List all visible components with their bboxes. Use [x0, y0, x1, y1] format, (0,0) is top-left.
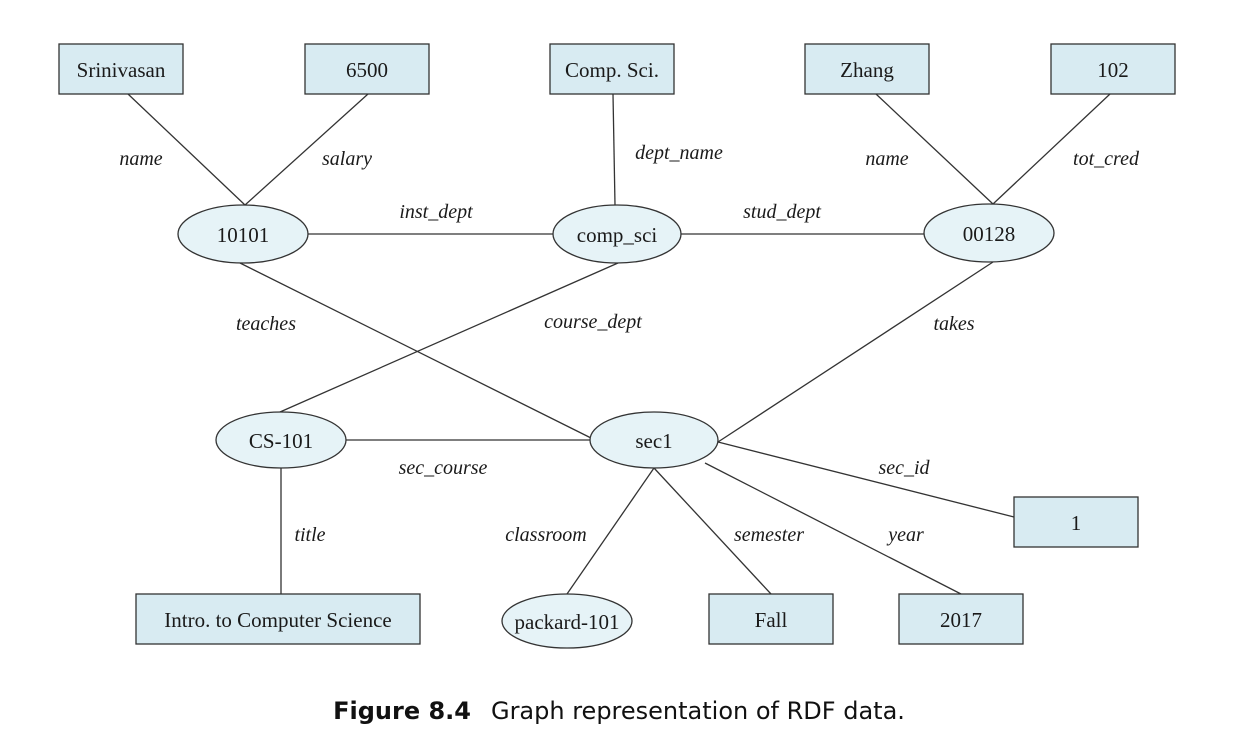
node-label: 1	[1071, 511, 1082, 535]
node-label: Zhang	[840, 58, 894, 82]
node-label: 00128	[963, 222, 1016, 246]
node-label: Fall	[755, 608, 788, 632]
edge-salary	[244, 93, 369, 206]
literal-box	[1013, 496, 1139, 548]
node-label: packard-101	[515, 610, 620, 634]
edge-tot-cred	[992, 93, 1111, 205]
edge-label-year: year	[886, 524, 924, 546]
edge-label-semester: semester	[734, 524, 804, 546]
node-label: Intro. to Computer Science	[164, 608, 391, 632]
literal-node-sec-id-1: 1	[1013, 496, 1139, 548]
node-label: Comp. Sci.	[565, 58, 659, 82]
literal-node-zhang: Zhang	[804, 43, 930, 95]
rdf-graph-diagram: name salary dept_name name tot_cred inst_dept…	[58, 43, 1176, 649]
edge-label-dept-name: dept_name	[635, 142, 723, 164]
literal-box	[898, 593, 1024, 645]
literal-box	[58, 43, 184, 95]
edge-name	[127, 93, 246, 206]
edge-label-course-dept: course_dept	[544, 311, 642, 333]
edge-takes	[717, 261, 994, 443]
literal-node-intro-cs: Intro. to Computer Science	[135, 593, 421, 645]
literal-box	[708, 593, 834, 645]
resource-node-sec1: sec1	[589, 411, 719, 469]
node-label: 102	[1097, 58, 1129, 82]
resource-ellipse	[501, 593, 633, 649]
edge-label-name: name	[865, 148, 908, 170]
literal-box	[304, 43, 430, 95]
edge-label-sec-id: sec_id	[878, 457, 930, 479]
figure-caption: Figure 8.4 Graph representation of RDF da…	[0, 697, 1238, 725]
literal-box	[549, 43, 675, 95]
figure-number: Figure 8.4	[333, 697, 471, 725]
node-label: 6500	[346, 58, 388, 82]
edge-sec-id	[717, 441, 1015, 518]
literal-box	[1050, 43, 1176, 95]
literal-node-tot-cred-102: 102	[1050, 43, 1176, 95]
edge-label-name: name	[119, 148, 162, 170]
edge-year	[704, 462, 962, 595]
resource-node-comp-sci: comp_sci	[552, 204, 682, 264]
edge-dept-name	[612, 93, 616, 206]
literal-box	[804, 43, 930, 95]
resource-ellipse	[552, 204, 682, 264]
node-label: sec1	[635, 429, 672, 453]
resource-ellipse	[215, 411, 347, 469]
resource-ellipse	[923, 203, 1055, 263]
node-label: 10101	[217, 223, 270, 247]
edge-teaches	[239, 262, 592, 439]
edge-label-sec-course: sec_course	[399, 457, 488, 479]
literal-box	[135, 593, 421, 645]
literal-node-comp-sci-name: Comp. Sci.	[549, 43, 675, 95]
edge-label-inst-dept: inst_dept	[399, 201, 473, 223]
edge-semester	[653, 467, 772, 595]
edge-label-takes: takes	[933, 313, 974, 335]
resource-node-cs101: CS-101	[215, 411, 347, 469]
edge-name	[875, 93, 994, 205]
edge-label-salary: salary	[322, 148, 372, 170]
literal-node-fall: Fall	[708, 593, 834, 645]
edge-label-stud-dept: stud_dept	[743, 201, 821, 223]
resource-node-packard101: packard-101	[501, 593, 633, 649]
edge-label-tot-cred: tot_cred	[1073, 148, 1140, 170]
edge-label-classroom: classroom	[505, 524, 586, 546]
node-label: Srinivasan	[77, 58, 166, 82]
edge-classroom	[566, 467, 655, 595]
resource-node-n10101: 10101	[177, 204, 309, 264]
literal-node-year-2017: 2017	[898, 593, 1024, 645]
node-label: comp_sci	[577, 223, 658, 247]
resource-ellipse	[177, 204, 309, 264]
edge-label-title: title	[294, 524, 325, 546]
edge-course-dept	[279, 262, 619, 413]
resource-ellipse	[589, 411, 719, 469]
resource-node-n00128: 00128	[923, 203, 1055, 263]
node-label: CS-101	[249, 429, 313, 453]
node-label: 2017	[940, 608, 982, 632]
figure-caption-text: Graph representation of RDF data.	[490, 697, 905, 725]
literal-node-srinivasan: Srinivasan	[58, 43, 184, 95]
literal-node-salary-6500: 6500	[304, 43, 430, 95]
edge-label-teaches: teaches	[236, 313, 296, 335]
